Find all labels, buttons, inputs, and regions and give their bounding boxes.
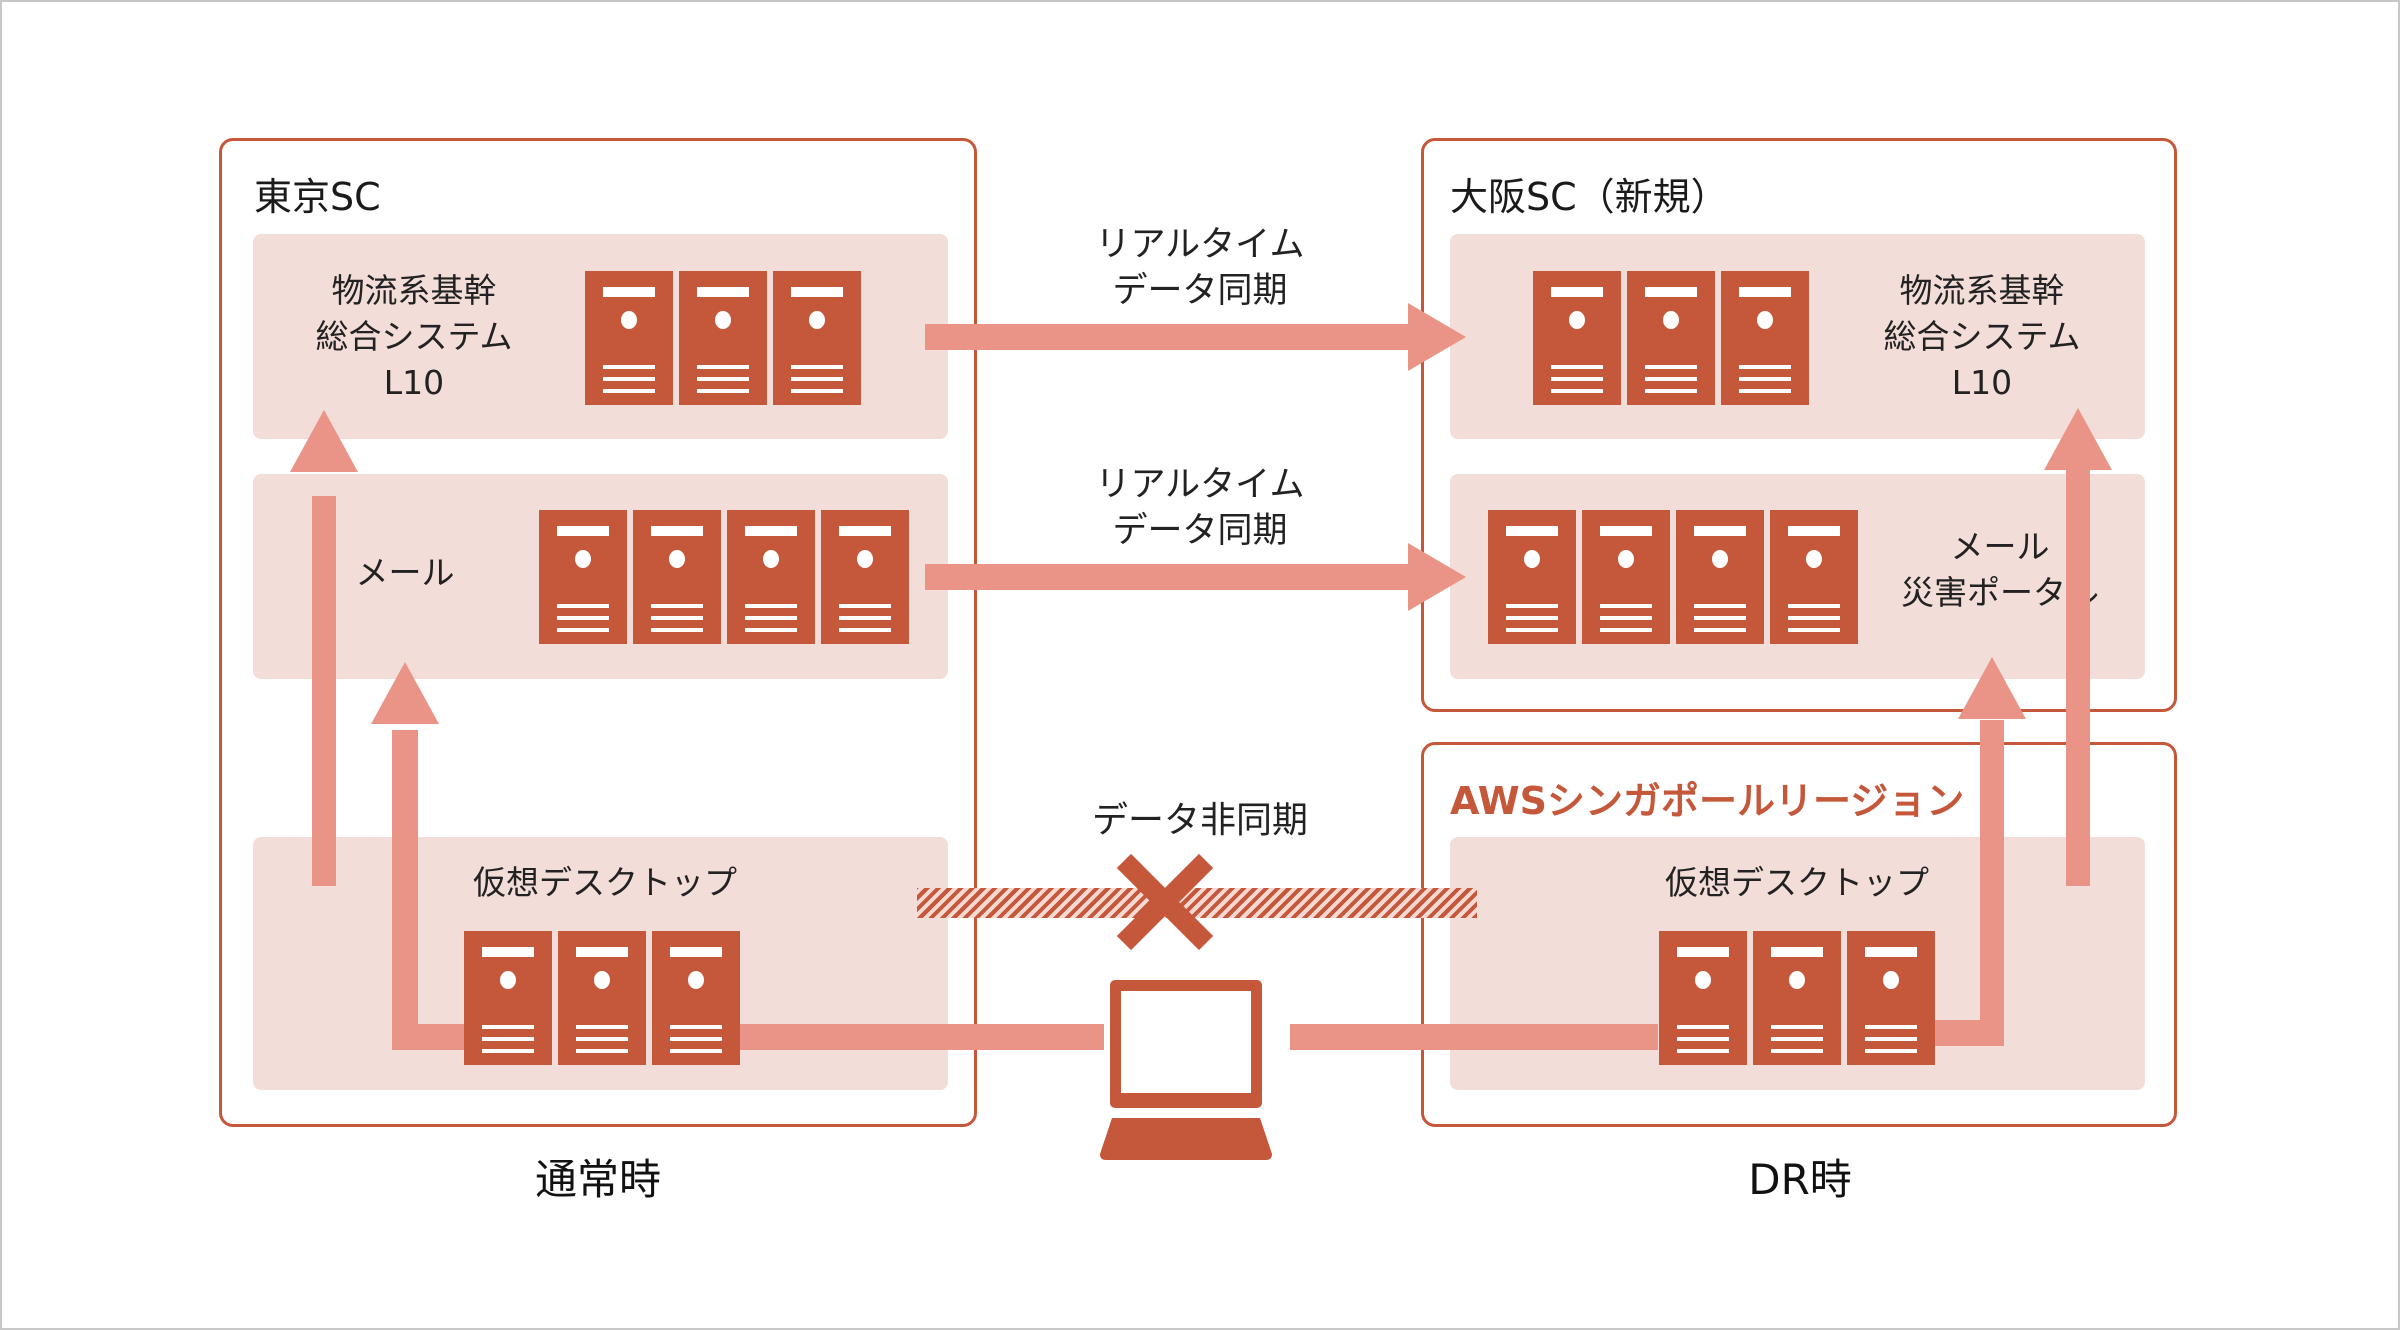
tokyo-vdi-label: 仮想デスクトップ [473,863,737,902]
normal-operation-caption: 通常時 [534,1155,661,1204]
osaka-logistics-label: 物流系基幹 総合システム L10 [1860,268,2104,406]
label-line: リアルタイム [1095,465,1305,505]
dr-caption: DR時 [1748,1155,1852,1204]
flow-dr-to-logistics [2066,460,2090,886]
tokyo-vdi-servers [464,931,740,1065]
label-line: 総合システム [1883,317,2081,356]
server-rack-icon [821,510,909,644]
arrow-head-up [2044,408,2112,470]
nosync-label: データ非同期 [1091,800,1308,841]
arrow-head-up [371,662,439,724]
label-line: 物流系基幹 [331,271,497,310]
nosync-hatched-link [917,888,1477,918]
server-rack-icon [1659,931,1747,1065]
server-rack-icon [1488,510,1576,644]
flow-vdi-to-logistics [312,496,336,886]
label-line: メール [1950,527,2050,566]
flow-vdi-to-mail-vertical [392,730,418,1050]
server-rack-icon [1676,510,1764,644]
server-rack-icon [679,271,767,405]
server-rack-icon [727,510,815,644]
laptop-icon [1100,980,1272,1160]
label-line: L10 [383,363,445,402]
tokyo-mail-servers [539,510,909,644]
laptop-link-left [740,1024,1104,1050]
sync-label-logistics: リアルタイム データ同期 [1050,222,1350,314]
label-line: データ同期 [1112,511,1288,551]
sync-label-mail: リアルタイム データ同期 [1050,462,1350,554]
server-rack-icon [652,931,740,1065]
tokyo-mail-label: メール [355,553,455,592]
osaka-sc-title: 大阪SC（新規） [1450,175,1729,219]
osaka-logistics-servers [1533,271,1809,405]
aws-vdi-servers [1659,931,1935,1065]
arrow-head-right [1408,303,1466,371]
server-rack-icon [1582,510,1670,644]
aws-singapore-title: AWSシンガポールリージョン [1450,779,1965,823]
arrow-head-up [1958,657,2026,719]
sync-arrow-logistics [925,324,1415,350]
flow-dr-to-mail-vertical [1980,720,2004,1046]
label-line: リアルタイム [1095,225,1305,265]
server-rack-icon [773,271,861,405]
tokyo-logistics-servers [585,271,861,405]
tokyo-logistics-label: 物流系基幹 総合システム L10 [292,268,536,406]
server-rack-icon [539,510,627,644]
server-rack-icon [1770,510,1858,644]
arrow-head-right [1408,543,1466,611]
server-rack-icon [633,510,721,644]
label-line: データ同期 [1112,271,1288,311]
tokyo-sc-title: 東京SC [254,175,381,219]
osaka-mail-servers [1488,510,1858,644]
arrow-head-up [290,410,358,472]
label-line: 総合システム [315,317,513,356]
server-rack-icon [585,271,673,405]
server-rack-icon [1721,271,1809,405]
server-rack-icon [464,931,552,1065]
label-line: L10 [1951,363,2013,402]
aws-vdi-label: 仮想デスクトップ [1665,863,1929,902]
laptop-link-right [1290,1024,1658,1050]
server-rack-icon [558,931,646,1065]
server-rack-icon [1533,271,1621,405]
label-line: 物流系基幹 [1899,271,2065,310]
sync-arrow-mail [925,564,1415,590]
flow-vdi-to-mail-horizontal [392,1024,470,1050]
server-rack-icon [1627,271,1715,405]
server-rack-icon [1753,931,1841,1065]
server-rack-icon [1847,931,1935,1065]
x-mark-icon [1116,853,1214,951]
